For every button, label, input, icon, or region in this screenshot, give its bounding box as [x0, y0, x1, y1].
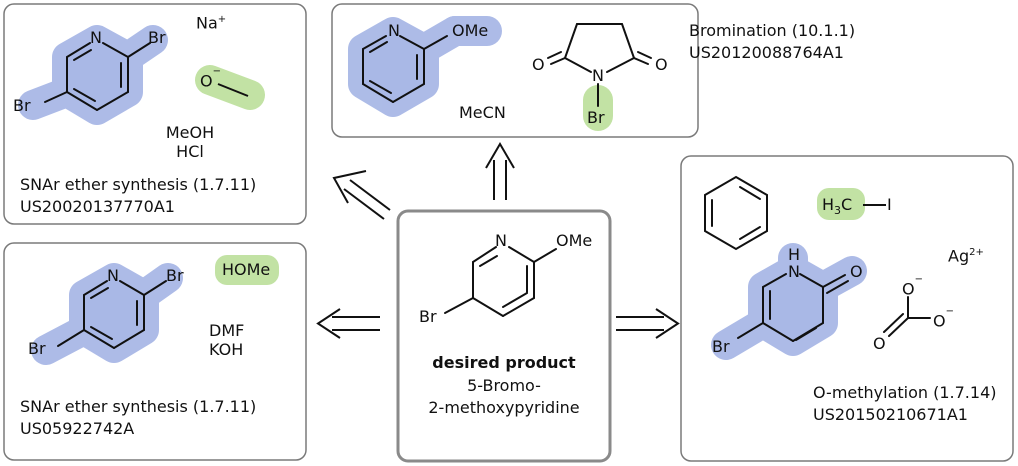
pyridone-h-atom: H — [788, 245, 801, 264]
benzene-molecule — [704, 175, 768, 251]
bottom-left-reaction-name: SNAr ether synthesis (1.7.11) — [20, 397, 257, 416]
target-caption-title: desired product — [432, 353, 576, 372]
nbs-molecule — [547, 23, 652, 131]
retro-arrow-left — [316, 308, 380, 339]
target-caption-line1: 5-Bromo- — [467, 376, 541, 395]
top-middle-solvent: MeCN — [459, 103, 506, 122]
bottom-left-br-atom-5: Br — [28, 339, 46, 358]
target-n-atom: N — [495, 231, 507, 250]
retro-arrow-right — [616, 308, 680, 339]
nbs-oxygen-left: O — [532, 55, 545, 74]
target-caption-line2: 2-methoxypyridine — [428, 398, 580, 417]
top-middle-n-atom: N — [388, 21, 400, 40]
carbonate-molecule — [883, 296, 931, 337]
methanol-highlight — [215, 255, 279, 285]
bottom-left-solvent-2: KOH — [209, 340, 244, 359]
top-middle-patent-id: US20120088764A1 — [689, 43, 844, 62]
bromopyridone-molecule — [711, 243, 867, 360]
methoxide-oxygen: O− — [200, 66, 221, 91]
pyridone-o-atom: O — [850, 262, 863, 281]
target-box — [396, 209, 612, 463]
silver-ion: Ag2+ — [948, 246, 984, 266]
top-left-solvent-2: HCl — [176, 142, 204, 161]
top-middle-ome: OMe — [452, 21, 489, 40]
target-molecule — [444, 246, 557, 317]
carbonate-o-right: O− — [933, 306, 954, 331]
pyridone-br-atom: Br — [712, 337, 730, 356]
bottom-left-br-atom-2: Br — [166, 266, 184, 285]
retro-arrow-up — [485, 142, 515, 200]
carbonate-o-top: O− — [902, 274, 923, 299]
top-left-patent-id: US20020137770A1 — [20, 197, 175, 216]
nbs-bromine: Br — [587, 108, 605, 127]
sodium-ion: Na+ — [196, 13, 227, 33]
nbs-oxygen-right: O — [655, 55, 668, 74]
top-middle-reaction-name: Bromination (10.1.1) — [689, 21, 856, 40]
top-left-solvent-1: MeOH — [165, 123, 215, 142]
methoxide-molecule — [195, 65, 265, 110]
methyl-iodide-highlight — [817, 188, 865, 220]
nbs-nitrogen: N — [592, 66, 604, 85]
methyl-iodide-formula: H3C — [822, 195, 853, 218]
top-left-br-atom-5: Br — [13, 96, 31, 115]
bottom-left-n-atom: N — [107, 266, 119, 285]
right-patent-id: US20150210671A1 — [813, 405, 968, 424]
retro-arrow-upleft — [332, 170, 391, 220]
target-br-atom: Br — [419, 307, 437, 326]
bottom-left-solvent-1: DMF — [209, 321, 245, 340]
target-ome: OMe — [556, 231, 593, 250]
bottom-left-patent-id: US05922742A — [20, 419, 135, 438]
carbonate-o-double: O — [873, 334, 886, 353]
methoxypyridine-molecule — [348, 16, 502, 117]
methanol-label: HOMe — [222, 260, 271, 279]
right-reaction-name: O-methylation (1.7.14) — [813, 383, 997, 402]
top-left-reaction-name: SNAr ether synthesis (1.7.11) — [20, 175, 257, 194]
dibromopyridine-molecule-bottom — [31, 263, 183, 365]
top-left-n-atom: N — [90, 28, 102, 47]
dibromopyridine-molecule-top — [18, 25, 168, 125]
pyridone-n-atom: N — [788, 262, 800, 281]
iodine-atom: I — [887, 195, 892, 214]
top-left-br-atom-2: Br — [148, 28, 166, 47]
